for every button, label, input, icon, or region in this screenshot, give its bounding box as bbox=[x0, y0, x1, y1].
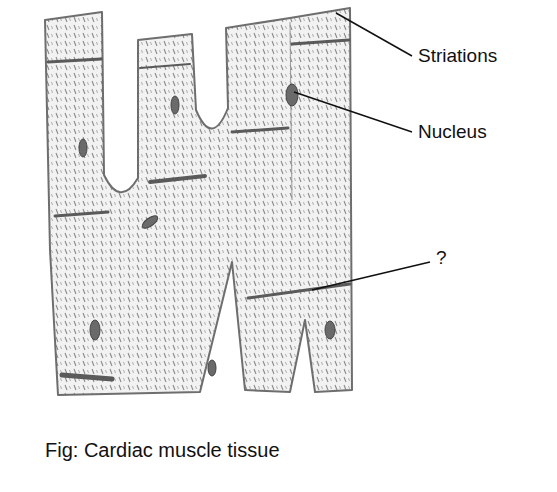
intercalated-discs bbox=[48, 40, 350, 379]
part-label: Nucleus bbox=[418, 121, 487, 144]
part-label: Striations bbox=[418, 45, 497, 68]
muscle-fibers bbox=[45, 8, 352, 395]
leader-lines bbox=[294, 13, 430, 290]
figure-caption: Fig: Cardiac muscle tissue bbox=[45, 438, 280, 462]
nuclei bbox=[79, 84, 335, 376]
part-label: ? bbox=[436, 247, 447, 270]
